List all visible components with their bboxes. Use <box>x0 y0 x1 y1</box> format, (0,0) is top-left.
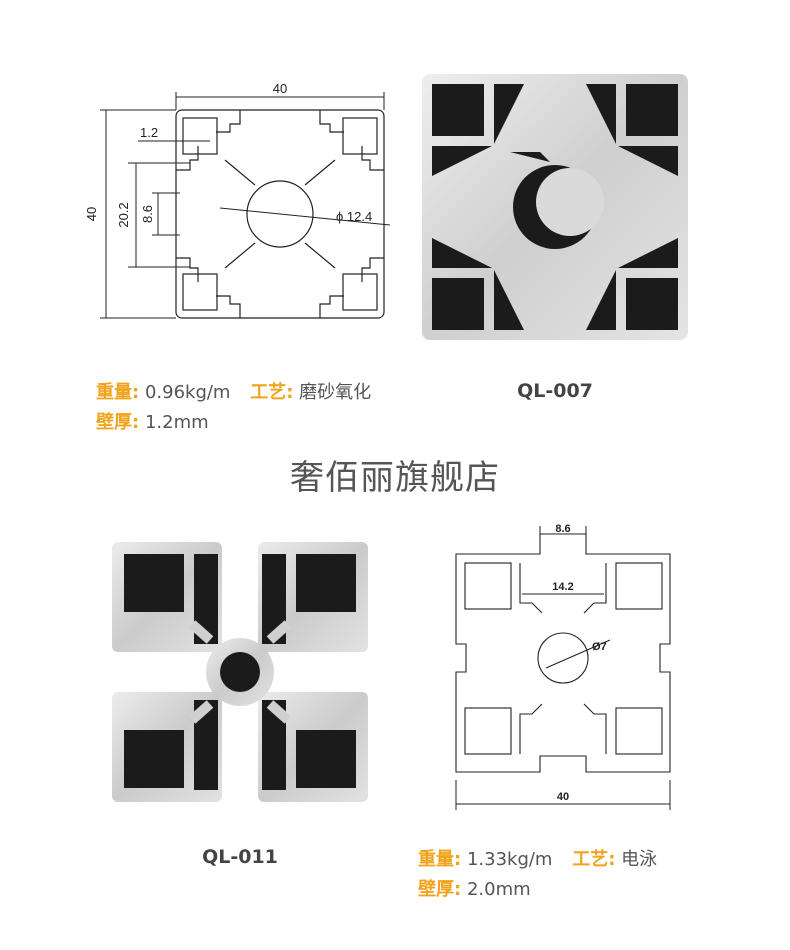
bottom-specs: 重量: 1.33kg/m 工艺: 电泳 壁厚: 2.0mm <box>418 845 657 905</box>
bottom-model-label: QL-011 <box>202 846 278 868</box>
dim-width-bottom: 40 <box>557 791 569 803</box>
top-wall-label: 壁厚: <box>96 412 140 433</box>
top-technical-drawing: 40 40 1.2 20.2 8.6 ϕ 12.4 <box>84 81 391 319</box>
dim-slot-height: 20.2 <box>116 202 131 227</box>
bottom-spec-row-2: 壁厚: 2.0mm <box>418 875 657 905</box>
top-weight-label: 重量: <box>96 382 140 403</box>
dim-wall: 1.2 <box>140 125 158 140</box>
dim-height: 40 <box>84 207 99 221</box>
top-process-value: 磨砂氧化 <box>299 382 372 403</box>
top-wall-value: 1.2mm <box>144 412 209 433</box>
top-process-label: 工艺: <box>250 382 294 403</box>
dim-slot-opening: 8.6 <box>140 205 155 223</box>
bottom-spec-row-1: 重量: 1.33kg/m 工艺: 电泳 <box>418 845 657 875</box>
dim-bore-bottom: Ø7 <box>592 641 607 653</box>
bottom-wall-label: 壁厚: <box>418 879 462 900</box>
dim-width: 40 <box>273 81 287 96</box>
dim-bore: ϕ 12.4 <box>336 209 372 224</box>
bottom-wall-value: 2.0mm <box>466 879 531 900</box>
top-spec-row-1: 重量: 0.96kg/m 工艺: 磨砂氧化 <box>96 378 371 408</box>
top-weight-value: 0.96kg/m <box>144 382 231 403</box>
top-model-label: QL-007 <box>517 380 593 402</box>
bottom-weight-label: 重量: <box>418 849 462 870</box>
bottom-process-label: 工艺: <box>572 849 616 870</box>
dim-slot-opening-bottom: 8.6 <box>555 523 570 535</box>
dim-inner: 14.2 <box>552 581 573 593</box>
bottom-process-value: 电泳 <box>621 849 658 870</box>
brand-title: 奢佰丽旗舰店 <box>290 458 500 498</box>
ql007-profile-image <box>422 74 688 340</box>
bottom-technical-drawing: 8.6 14.2 Ø7 40 <box>455 523 671 810</box>
bottom-weight-value: 1.33kg/m <box>466 849 553 870</box>
ql011-profile-image <box>112 542 368 802</box>
top-spec-row-2: 壁厚: 1.2mm <box>96 408 371 438</box>
top-specs: 重量: 0.96kg/m 工艺: 磨砂氧化 壁厚: 1.2mm <box>96 378 371 438</box>
